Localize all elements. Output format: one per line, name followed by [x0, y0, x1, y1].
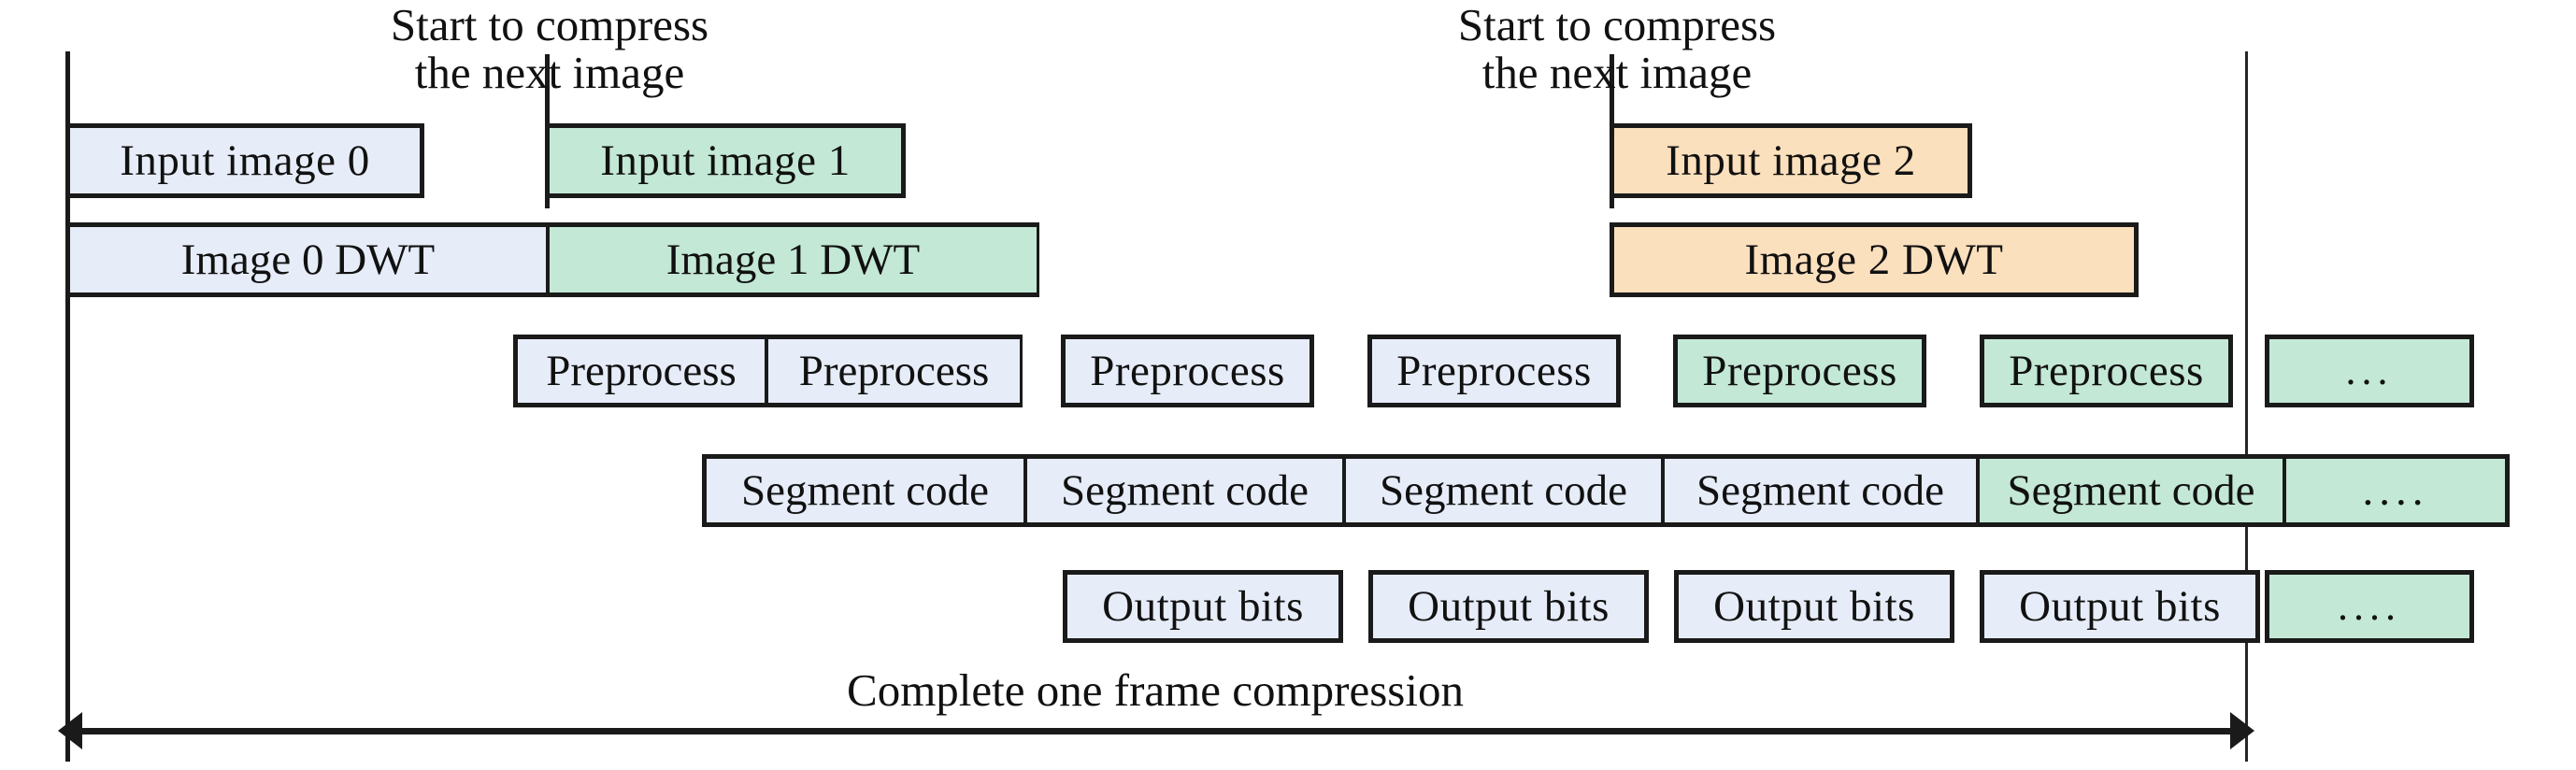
image-2-dwt-block[interactable]: Image 2 DWT	[1610, 222, 2139, 297]
annotation-start-compress-1: Start to compress the next image	[325, 0, 774, 98]
segment-code-block-5[interactable]: Segment code	[1980, 459, 2286, 522]
output-bits-block-3[interactable]: Output bits	[1674, 570, 1954, 643]
image-0-dwt-block[interactable]: Image 0 DWT	[70, 227, 550, 292]
annotation-start-compress-1-line2: the next image	[414, 46, 685, 98]
input-image-1-block[interactable]: Input image 1	[545, 123, 906, 198]
arrow-line	[75, 728, 2238, 734]
segment-code-block-2[interactable]: Segment code	[1027, 459, 1346, 522]
output-bits-block-ellipsis[interactable]: ....	[2265, 570, 2474, 643]
output-bits-block-1[interactable]: Output bits	[1063, 570, 1343, 643]
output-bits-block-2[interactable]: Output bits	[1368, 570, 1649, 643]
preprocess-block-3[interactable]: Preprocess	[1061, 335, 1314, 407]
preprocess-block-4[interactable]: Preprocess	[1367, 335, 1621, 407]
segment-code-block-4[interactable]: Segment code	[1665, 459, 1980, 522]
frame-span-arrow	[58, 712, 2254, 749]
segment-code-block-3[interactable]: Segment code	[1346, 459, 1665, 522]
annotation-start-compress-2-line1: Start to compress	[1457, 0, 1777, 50]
segment-code-block-ellipsis[interactable]: ....	[2286, 459, 2505, 522]
arrow-head-right-icon	[2230, 712, 2254, 749]
preprocess-block-6[interactable]: Preprocess	[1980, 335, 2233, 407]
output-bits-block-4[interactable]: Output bits	[1980, 570, 2260, 643]
annotation-start-compress-2: Start to compress the next image	[1393, 0, 1841, 98]
image-1-dwt-block[interactable]: Image 1 DWT	[550, 227, 1037, 292]
preprocess-block-2[interactable]: Preprocess	[768, 339, 1020, 403]
input-image-2-block[interactable]: Input image 2	[1610, 123, 1972, 198]
segment-code-group: Segment code Segment code Segment code S…	[702, 454, 2510, 527]
preprocess-block-1[interactable]: Preprocess	[518, 339, 768, 403]
preprocess-block-ellipsis[interactable]: ...	[2265, 335, 2474, 407]
segment-code-block-1[interactable]: Segment code	[707, 459, 1027, 522]
preprocess-group-pair: Preprocess Preprocess	[513, 335, 1023, 407]
dwt-group-0-1: Image 0 DWT Image 1 DWT	[65, 222, 1039, 297]
preprocess-block-5[interactable]: Preprocess	[1673, 335, 1926, 407]
annotation-start-compress-1-line1: Start to compress	[390, 0, 709, 50]
input-image-0-block[interactable]: Input image 0	[65, 123, 424, 198]
frame-caption: Complete one frame compression	[847, 664, 1464, 716]
time-marker-frame-end	[2245, 51, 2248, 762]
time-marker-frame-start	[65, 51, 70, 762]
annotation-start-compress-2-line2: the next image	[1481, 46, 1753, 98]
